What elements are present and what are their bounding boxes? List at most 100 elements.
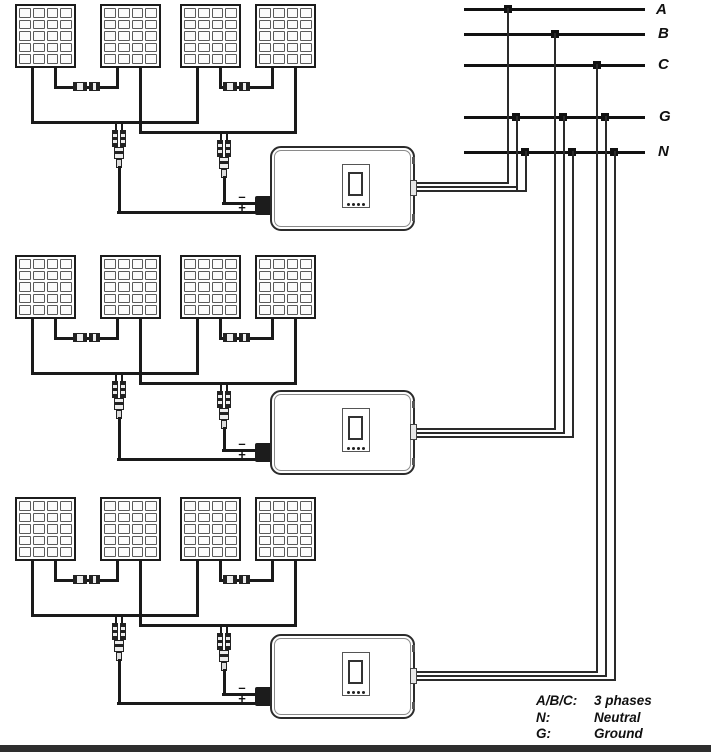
panel-cell (211, 31, 224, 41)
panel-cell (117, 305, 130, 315)
solar-panel (180, 255, 241, 319)
panel-cell (46, 501, 59, 511)
panel-cell (19, 512, 31, 523)
panel-cell (46, 42, 59, 53)
panel-cell (117, 42, 130, 53)
panel-cell-grid (259, 259, 312, 315)
panel-cell (131, 524, 144, 534)
panel-cell (197, 305, 210, 315)
panel-cell (225, 19, 237, 30)
panel-cell-grid (259, 501, 312, 557)
panel-cell (286, 305, 299, 315)
panel-cell (46, 31, 59, 41)
panel-cell (286, 282, 299, 292)
panel-cell (225, 305, 237, 315)
ac-wire (415, 432, 565, 434)
panel-cell (32, 54, 45, 64)
inverter-display (342, 408, 370, 452)
panel-cell (145, 512, 157, 523)
bus-label-n: N (658, 143, 669, 160)
panel-cell (259, 293, 271, 304)
panel-cell (272, 19, 285, 30)
panel-cell (145, 54, 157, 64)
panel-cell (19, 8, 31, 18)
panel-cell (46, 547, 59, 557)
panel-cell (145, 31, 157, 41)
dc-wire (271, 318, 274, 340)
inverter (270, 146, 417, 231)
panel-cell (286, 270, 299, 281)
dc-wire (196, 318, 199, 375)
panel-cell (145, 535, 157, 546)
panel-cell (60, 282, 72, 292)
y-branch-connector (112, 122, 126, 168)
panel-cell (225, 31, 237, 41)
panel-cell (272, 547, 285, 557)
panel-cell (32, 305, 45, 315)
bus-label-a: A (656, 1, 667, 18)
dc-wire (294, 67, 297, 134)
panel-cell (211, 259, 224, 269)
inverter (270, 390, 417, 475)
panel-cell (19, 54, 31, 64)
dc-wire-minus (222, 449, 263, 452)
panel-cell (211, 524, 224, 534)
panel-cell (211, 293, 224, 304)
dc-wire (139, 560, 142, 627)
panel-cell (60, 259, 72, 269)
panel-cell (104, 259, 116, 269)
panel-cell (184, 270, 196, 281)
panel-cell (104, 42, 116, 53)
y-branch-connector (112, 615, 126, 661)
panel-cell (259, 547, 271, 557)
panel-cell (32, 524, 45, 534)
panel-cell-grid (184, 259, 237, 315)
panel-cell (272, 512, 285, 523)
panel-cell (184, 19, 196, 30)
panel-cell (259, 282, 271, 292)
panel-cell (19, 270, 31, 281)
dc-minus-label: – (238, 680, 246, 695)
panel-cell (197, 282, 210, 292)
panel-cell (286, 31, 299, 41)
solar-panel (100, 4, 161, 68)
panel-cell (131, 547, 144, 557)
dc-wire (31, 67, 34, 124)
dc-wire (116, 318, 119, 340)
dc-wire (139, 624, 297, 627)
panel-cell (211, 270, 224, 281)
panel-cell (117, 535, 130, 546)
panel-cell (286, 19, 299, 30)
panel-cell (19, 42, 31, 53)
panel-cell (117, 259, 130, 269)
panel-cell (184, 42, 196, 53)
mount-tab (412, 157, 415, 164)
panel-cell (259, 305, 271, 315)
panel-cell (145, 259, 157, 269)
dc-wire (118, 659, 121, 705)
legend-key: A/B/C: (536, 693, 578, 708)
panel-cell (272, 524, 285, 534)
legend-key: G: (536, 726, 551, 741)
panel-cell (184, 547, 196, 557)
panel-cell (32, 535, 45, 546)
panel-cell (184, 512, 196, 523)
panel-cell (104, 501, 116, 511)
panel-cell (225, 42, 237, 53)
panel-cell (259, 270, 271, 281)
panel-cell (60, 501, 72, 511)
ac-output-port (410, 424, 417, 440)
dc-wire (196, 67, 199, 124)
panel-cell (259, 54, 271, 64)
panel-cell (46, 524, 59, 534)
dc-input-terminal (255, 196, 272, 215)
panel-cell (145, 524, 157, 534)
panel-cell (197, 259, 210, 269)
panel-cell (300, 259, 312, 269)
panel-cell (60, 31, 72, 41)
panel-cell (46, 305, 59, 315)
panel-cell (32, 19, 45, 30)
panel-cell (259, 535, 271, 546)
panel-cell (225, 547, 237, 557)
